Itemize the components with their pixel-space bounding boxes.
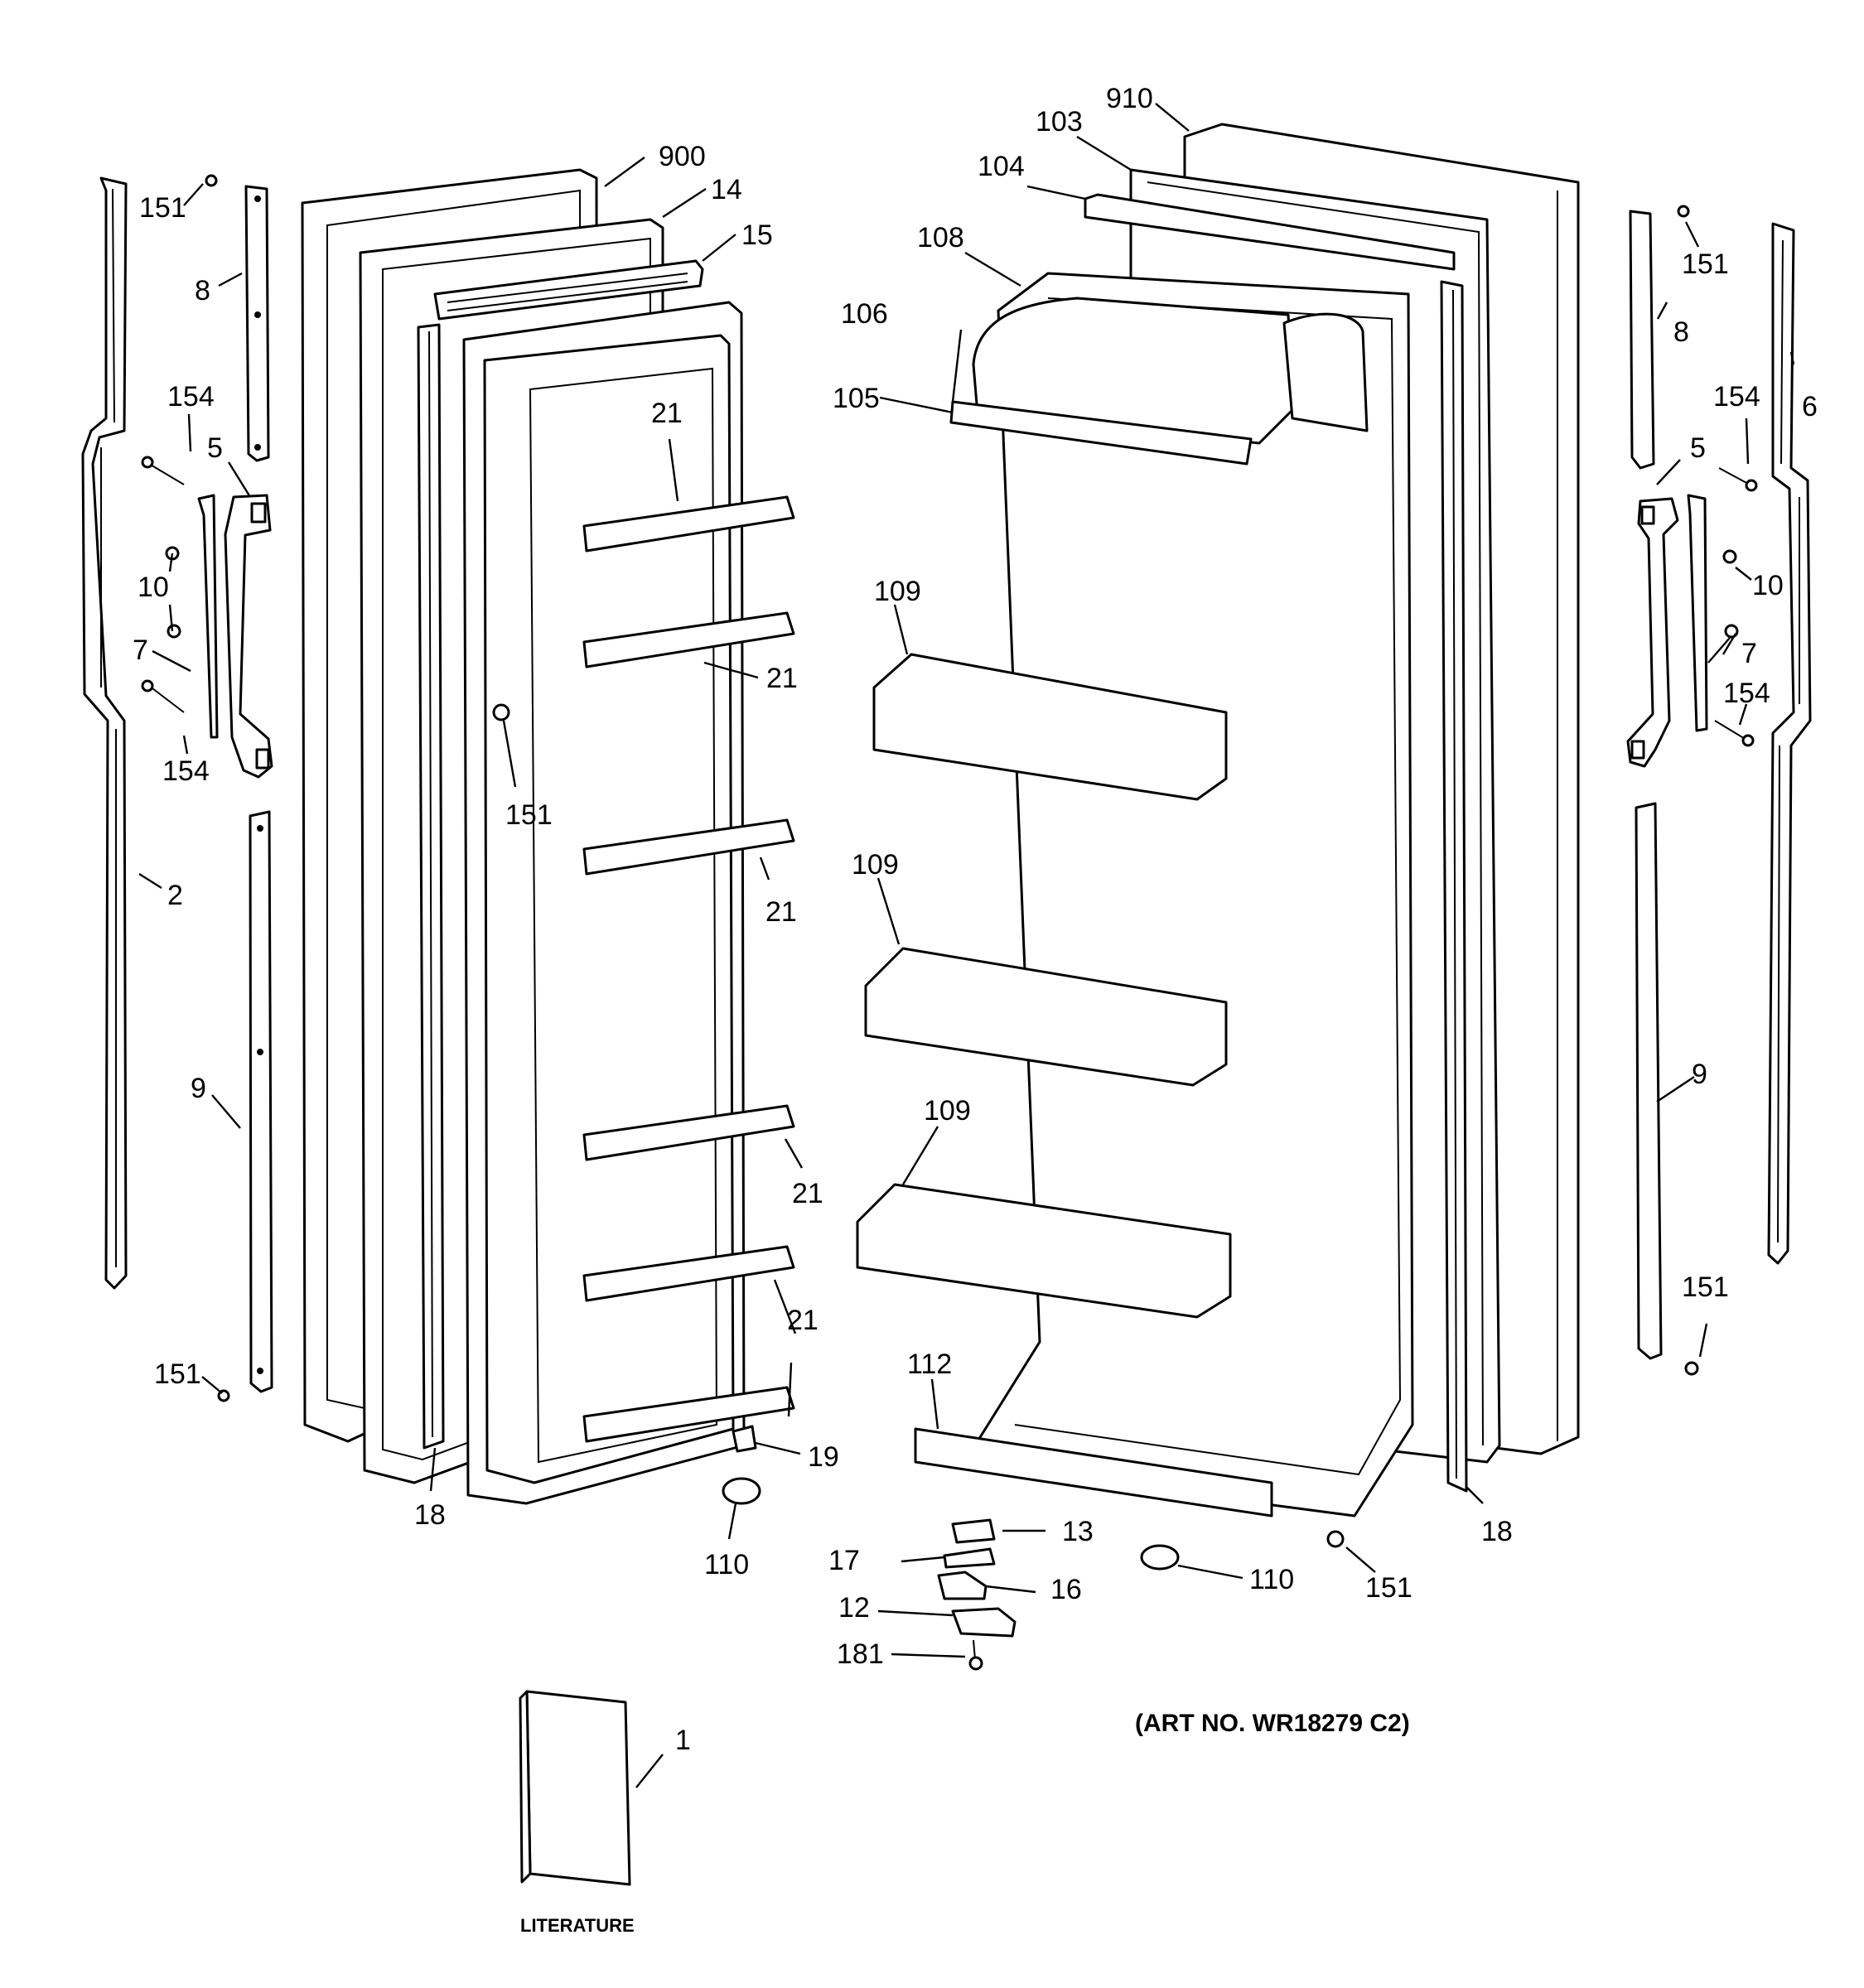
right-handle-trim-7 — [1687, 494, 1708, 732]
left-cap-8 — [244, 185, 270, 462]
right-door-screw-151 — [1326, 1530, 1345, 1548]
callout-110: 110 — [1249, 1564, 1294, 1595]
right-handle-5 — [1626, 497, 1679, 768]
right-cap-8 — [1629, 210, 1655, 470]
callout-900: 900 — [659, 141, 706, 172]
callout-154: 154 — [167, 381, 215, 413]
right-screws — [1677, 205, 1758, 1376]
callout-181: 181 — [837, 1638, 884, 1670]
left-door-vent-15 — [433, 259, 704, 321]
right-door-hinge-parts — [937, 1518, 1017, 1671]
right-door-rail-105 — [949, 400, 1253, 466]
callout-17: 17 — [828, 1545, 860, 1576]
callout-10: 10 — [138, 572, 169, 603]
callout-5: 5 — [207, 432, 223, 464]
callout-104: 104 — [978, 151, 1025, 182]
callout-151: 151 — [139, 192, 186, 224]
callout-13: 13 — [1062, 1516, 1094, 1547]
left-door-stop-19 — [732, 1425, 757, 1453]
callout-105: 105 — [833, 383, 880, 414]
left-door-liner — [462, 301, 746, 1505]
callout-5: 5 — [1690, 432, 1706, 464]
callout-6: 6 — [1802, 391, 1818, 422]
left-screws — [141, 174, 230, 1402]
art-number-label: (ART NO. WR18279 C2) — [1135, 1710, 1410, 1737]
right-door-cover-106 — [972, 297, 1369, 445]
literature-booklet — [519, 1690, 631, 1886]
callout-21: 21 — [651, 398, 683, 429]
callout-151: 151 — [505, 799, 553, 831]
right-door-trim-6 — [1767, 222, 1812, 1265]
callout-110: 110 — [704, 1549, 749, 1580]
callout-151: 151 — [1365, 1572, 1412, 1604]
right-door-gasket-18 — [1440, 280, 1468, 1493]
left-handle-5 — [224, 494, 273, 779]
literature-label: LITERATURE — [520, 1915, 635, 1936]
right-door-liner — [976, 272, 1414, 1518]
callout-18: 18 — [1481, 1516, 1513, 1547]
callout-106: 106 — [841, 298, 888, 330]
callout-151: 151 — [154, 1358, 201, 1390]
callout-151: 151 — [1682, 248, 1729, 280]
callout-9: 9 — [1692, 1059, 1707, 1090]
callout-112: 112 — [907, 1349, 952, 1380]
callout-103: 103 — [1036, 106, 1083, 138]
callout-154: 154 — [1723, 678, 1770, 709]
callout-19: 19 — [808, 1441, 839, 1473]
callout-2: 2 — [167, 880, 183, 911]
right-door-bins-109 — [856, 653, 1232, 1319]
callout-12: 12 — [838, 1592, 870, 1624]
callout-154: 154 — [162, 755, 210, 787]
callout-21: 21 — [787, 1305, 819, 1336]
right-door-trim-104 — [1084, 193, 1456, 271]
left-cover-110 — [722, 1477, 761, 1505]
callout-151: 151 — [1682, 1271, 1729, 1303]
callout-9: 9 — [191, 1073, 206, 1104]
callout-16: 16 — [1050, 1574, 1082, 1605]
callout-7: 7 — [1741, 638, 1757, 669]
callout-109: 109 — [852, 849, 899, 881]
callout-21: 21 — [792, 1178, 823, 1209]
callout-8: 8 — [195, 275, 210, 306]
callout-10: 10 — [1752, 570, 1784, 601]
callout-labels: 151 8 154 5 10 7 154 2 9 151 900 14 15 2… — [133, 83, 1818, 1936]
callout-21: 21 — [765, 896, 797, 928]
left-cap-9 — [249, 810, 273, 1393]
callout-21: 21 — [766, 663, 798, 694]
callout-109: 109 — [924, 1095, 971, 1127]
callout-14: 14 — [711, 174, 742, 205]
left-door-gasket-18 — [417, 323, 445, 1450]
left-door-shelves-21 — [582, 495, 795, 1443]
callout-8: 8 — [1673, 316, 1689, 348]
callout-7: 7 — [133, 635, 148, 666]
callout-910: 910 — [1106, 83, 1153, 114]
callout-109: 109 — [874, 576, 921, 607]
callout-18: 18 — [414, 1499, 446, 1531]
right-cap-9 — [1635, 802, 1663, 1360]
callout-1: 1 — [675, 1725, 691, 1756]
left-handle-trim-7 — [197, 494, 219, 739]
left-door-trim-2 — [81, 176, 128, 1290]
right-cover-110 — [1140, 1544, 1180, 1571]
right-door-bottom-rail-112 — [914, 1427, 1273, 1518]
callout-108: 108 — [917, 222, 964, 253]
leader-lines — [138, 103, 1795, 1788]
callout-15: 15 — [741, 220, 773, 251]
callout-154: 154 — [1713, 381, 1760, 413]
